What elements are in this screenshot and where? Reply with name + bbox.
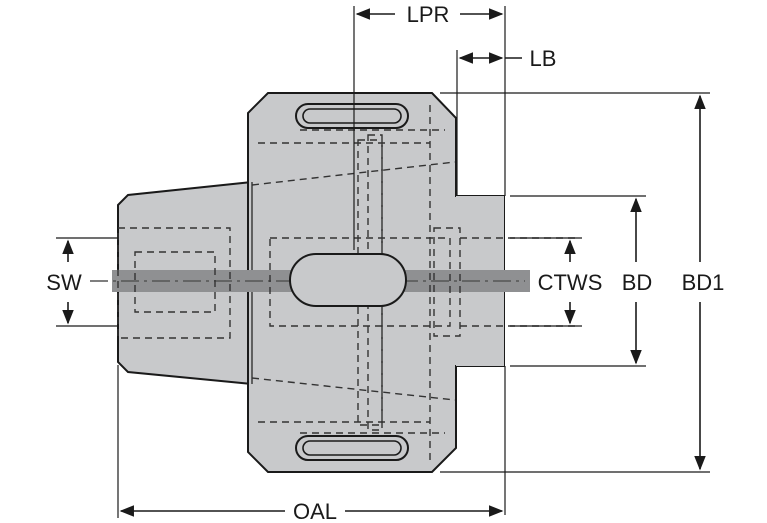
lpr-label: LPR bbox=[407, 2, 450, 27]
sw-label: SW bbox=[46, 270, 82, 295]
lb-label: LB bbox=[530, 46, 557, 71]
bottom-slot bbox=[295, 435, 409, 461]
dimension-lines bbox=[62, 8, 706, 517]
dimension-labels: LPR LB SW CTWS BD BD1 OAL bbox=[46, 2, 724, 523]
bd1-label: BD1 bbox=[682, 270, 725, 295]
oal-label: OAL bbox=[293, 499, 337, 523]
top-slot bbox=[295, 103, 409, 129]
ctws-label: CTWS bbox=[538, 270, 603, 295]
extension-lines bbox=[56, 6, 710, 518]
bd-label: BD bbox=[622, 270, 653, 295]
drive-slot bbox=[289, 253, 407, 307]
holder-body bbox=[117, 92, 505, 473]
